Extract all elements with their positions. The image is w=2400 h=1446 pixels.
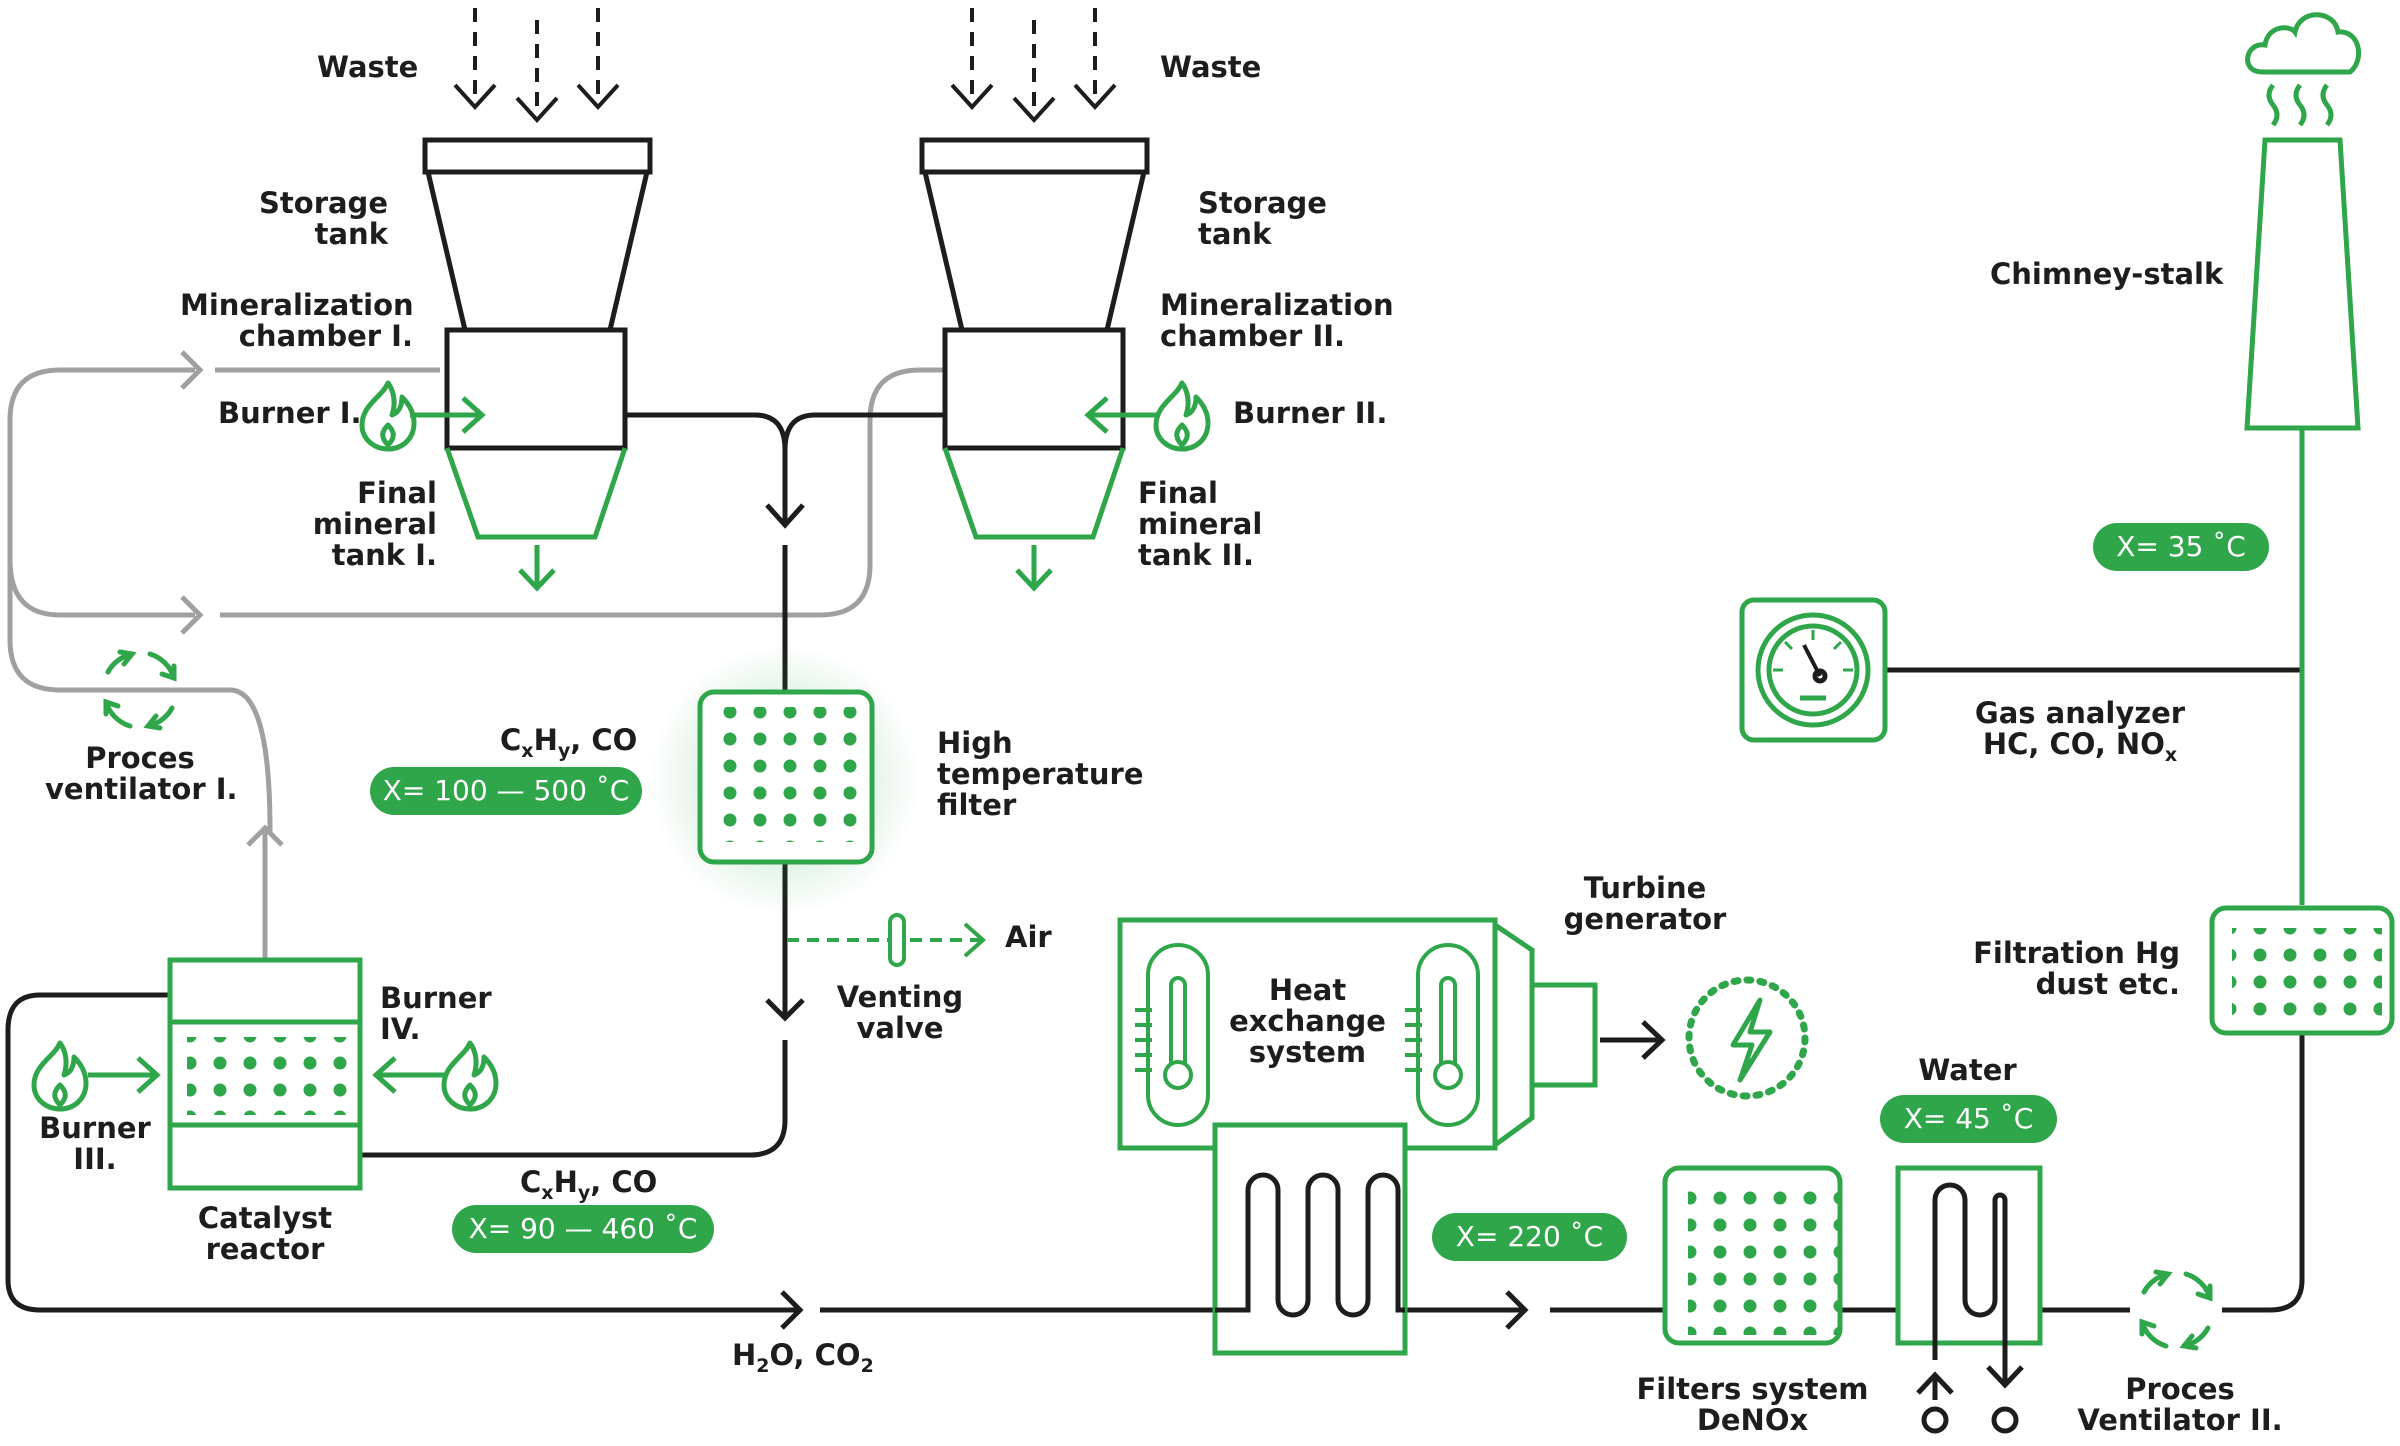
recycle-icon	[103, 649, 177, 731]
thermometer-icon	[1405, 943, 1480, 1127]
burner-3-arrow	[88, 1056, 161, 1094]
mineralization-chamber-left-label: Mineralization chamber I.	[180, 288, 414, 353]
temperature-catalyst-pill: X= 90 — 460 ˚C	[452, 1205, 714, 1253]
catalyst-dots	[187, 1037, 352, 1115]
burner-1-label: Burner I.	[218, 396, 362, 430]
lightning-icon	[1685, 976, 1809, 1100]
grey-recirculation-lines	[7, 350, 945, 960]
chimney-stalk-label: Chimney-stalk	[1990, 257, 2224, 291]
burner-2-label: Burner II.	[1233, 396, 1388, 430]
heat-exchange-system-label: Heat exchange system	[1229, 973, 1386, 1069]
denox-dots	[1688, 1185, 1838, 1335]
flame-icon	[31, 1040, 89, 1112]
storage-tank-left-label: Storage tank	[259, 186, 388, 251]
storage-tank-left	[422, 137, 653, 331]
mineralization-chamber-right	[942, 327, 1126, 451]
thermometer-icon	[1135, 943, 1210, 1127]
gas-analyzer-label: Gas analyzer HC, CO, NOx	[1974, 696, 2186, 766]
heat-exchange-system	[1117, 917, 1598, 1151]
chemistry-output-label: H2O, CO2	[732, 1338, 874, 1377]
filter-dots	[717, 707, 867, 842]
chemistry-upper-label: CxHy, CO	[500, 723, 638, 762]
storage-tank-right-label: Storage tank	[1198, 186, 1327, 251]
temperature-filter-pill: X= 100 — 500 ˚C	[370, 767, 642, 815]
gauge-icon	[1739, 597, 1888, 743]
venting-valve	[787, 913, 987, 967]
final-mineral-tank-left	[444, 447, 628, 592]
final-mineral-tank-right	[942, 447, 1126, 592]
burner-3-label: Burner III.	[39, 1111, 151, 1176]
waste-right-label: Waste	[1160, 50, 1262, 84]
venting-valve-label: Venting valve	[836, 980, 964, 1045]
waste-arrows-right	[950, 8, 1117, 123]
turbine-generator-label: Turbine generator	[1563, 871, 1727, 936]
final-mineral-tank-left-label: Final mineral tank I.	[312, 476, 437, 572]
flame-icon	[1153, 380, 1211, 452]
high-temperature-filter-label: High temperature filter	[937, 726, 1144, 822]
waste-arrows-left	[453, 8, 620, 123]
waste-left-label: Waste	[317, 50, 419, 84]
filtration-dots	[2232, 928, 2382, 1018]
final-mineral-tank-right-label: Final mineral tank II.	[1138, 476, 1263, 572]
burner-2-arrow	[1084, 396, 1160, 434]
water-inlet-icon	[1921, 1406, 1949, 1434]
water-label: Water	[1918, 1053, 2017, 1087]
mineralization-chamber-right-label: Mineralization chamber II.	[1160, 288, 1394, 353]
temperature-water-pill: X= 45 ˚C	[1880, 1095, 2057, 1143]
water-outlet-icon	[1991, 1406, 2019, 1434]
flame-icon	[441, 1040, 499, 1112]
catalyst-reactor-label: Catalyst reactor	[197, 1201, 333, 1266]
burner-4-arrow	[372, 1056, 445, 1094]
cloud-icon	[2245, 12, 2361, 127]
recycle-icon	[2139, 1269, 2213, 1351]
chemistry-lower-label: CxHy, CO	[520, 1165, 658, 1204]
proces-ventilator-1-label: Proces ventilator I.	[45, 741, 238, 806]
proces-ventilator-2-label: Proces Ventilator II.	[2077, 1372, 2283, 1437]
storage-tank-right	[919, 137, 1150, 331]
chimney-stalk	[2244, 137, 2361, 905]
heat-exchanger-coil	[1212, 1122, 1408, 1356]
water-heater	[1895, 1165, 2043, 1360]
temperature-chimney-pill: X= 35 ˚C	[2093, 523, 2269, 571]
burner-1-arrow	[410, 396, 486, 434]
burner-4-label: Burner IV.	[380, 981, 492, 1046]
air-label: Air	[1005, 920, 1052, 954]
mineralization-chamber-left	[444, 327, 628, 451]
temperature-exchanger-pill: X= 220 ˚C	[1432, 1213, 1627, 1261]
filters-denox-label: Filters system DeNOx	[1636, 1372, 1869, 1437]
filtration-hg-label: Filtration Hg dust etc.	[1973, 936, 2180, 1001]
flame-icon	[359, 380, 417, 452]
